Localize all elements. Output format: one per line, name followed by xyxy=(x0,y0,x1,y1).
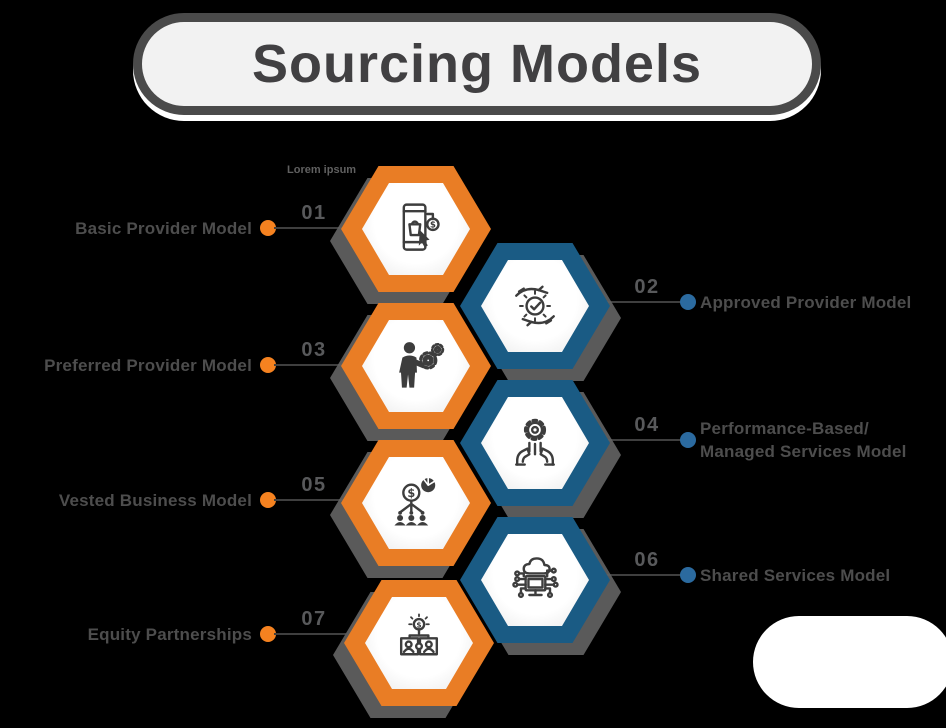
item-label-04-line1: Performance-Based/ xyxy=(700,419,869,438)
money-people-network-icon: $ xyxy=(394,473,436,526)
item-dot-03 xyxy=(260,357,276,373)
item-label-02: Approved Provider Model xyxy=(700,293,912,312)
connector-line-01 xyxy=(274,227,346,229)
svg-text:$: $ xyxy=(430,219,436,229)
connector-line-05 xyxy=(274,499,346,501)
item-label-06: Shared Services Model xyxy=(700,566,891,585)
item-dot-06 xyxy=(680,567,696,583)
item-number-03: 03 xyxy=(301,339,327,361)
hexagon-02-inner xyxy=(481,260,589,352)
person-gears-icon xyxy=(399,342,446,388)
hexagon-06 xyxy=(460,517,621,655)
item-label-03: Preferred Provider Model xyxy=(44,356,252,375)
page-title: Sourcing Models xyxy=(251,34,703,94)
item-dot-02 xyxy=(680,294,696,310)
item-number-04: 04 xyxy=(634,414,660,436)
svg-text:$: $ xyxy=(407,487,415,500)
svg-text:$: $ xyxy=(416,621,421,630)
title-banner: Sourcing Models xyxy=(133,13,821,115)
item-label-07: Equity Partnerships xyxy=(87,625,252,644)
item-label-04: Performance-Based/ Managed Services Mode… xyxy=(700,417,907,463)
item-number-05: 05 xyxy=(301,474,327,496)
hexagon-03 xyxy=(330,303,491,441)
connector-line-07 xyxy=(274,633,346,635)
hexagon-07: $ xyxy=(333,580,494,718)
hexagon-04 xyxy=(460,380,621,518)
item-dot-05 xyxy=(260,492,276,508)
item-number-01: 01 xyxy=(301,202,327,224)
item-label-04-line2: Managed Services Model xyxy=(700,442,907,461)
subtitle-placeholder: Lorem ipsum xyxy=(287,164,357,176)
item-dot-07 xyxy=(260,626,276,642)
hexagon-01: $ xyxy=(330,166,491,304)
cloud-computer-network-icon xyxy=(505,550,565,610)
item-dot-04 xyxy=(680,432,696,448)
item-number-02: 02 xyxy=(634,276,660,298)
puzzle-partnership-icon: $ xyxy=(389,613,449,673)
mobile-shopping-icon: $ xyxy=(386,199,446,259)
item-dot-01 xyxy=(260,220,276,236)
watermark-blob xyxy=(753,616,946,708)
connector-line-03 xyxy=(274,364,346,366)
hexagon-02 xyxy=(460,243,621,381)
item-label-01: Basic Provider Model xyxy=(75,219,252,238)
hands-gear-icon xyxy=(505,413,565,473)
connector-line-02 xyxy=(606,301,682,303)
connector-line-06 xyxy=(606,574,682,576)
hands-approval-check-icon xyxy=(505,276,565,336)
item-label-05: Vested Business Model xyxy=(58,491,252,510)
item-number-06: 06 xyxy=(634,549,660,571)
item-number-07: 07 xyxy=(301,608,327,630)
connector-line-04 xyxy=(606,439,682,441)
hexagon-05: $ xyxy=(330,440,491,578)
